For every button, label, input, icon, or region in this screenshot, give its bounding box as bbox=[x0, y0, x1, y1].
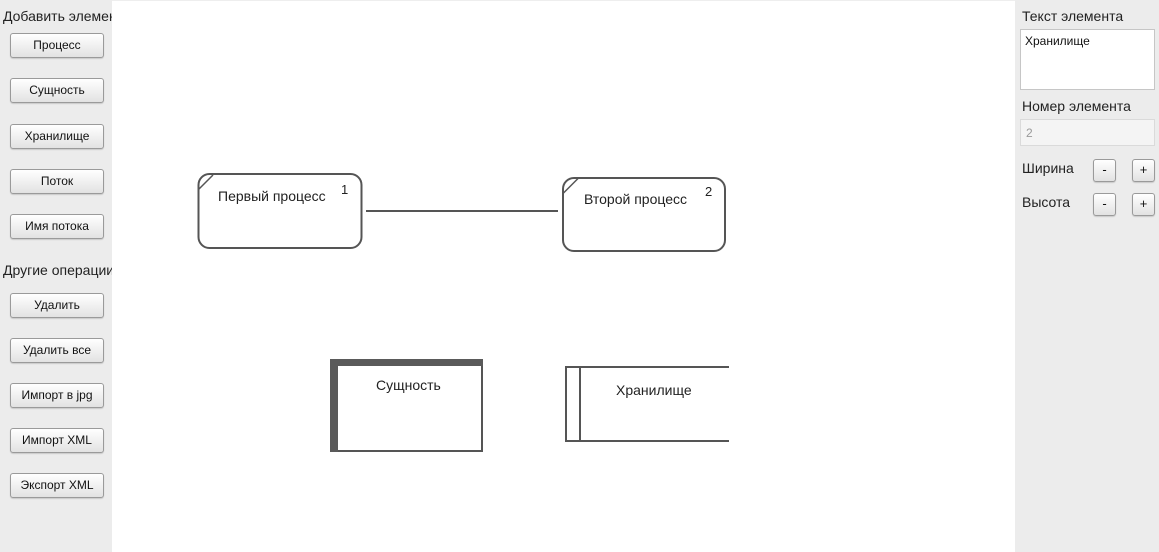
storage-label: Хранилище bbox=[616, 382, 692, 398]
height-decrease-button[interactable]: - bbox=[1093, 193, 1116, 216]
entity-label: Сущность bbox=[376, 377, 441, 393]
add-flow-name-button[interactable]: Имя потока bbox=[10, 214, 104, 239]
process-node-1[interactable]: Первый процесс 1 bbox=[197, 173, 363, 249]
add-flow-button[interactable]: Поток bbox=[10, 169, 104, 194]
delete-all-button[interactable]: Удалить все bbox=[10, 338, 104, 363]
import-jpg-button[interactable]: Импорт в jpg bbox=[10, 383, 104, 408]
element-text-label: Текст элемента bbox=[1022, 8, 1124, 24]
width-label: Ширина bbox=[1022, 160, 1074, 176]
process-1-number: 1 bbox=[341, 182, 348, 197]
add-storage-button[interactable]: Хранилище bbox=[10, 124, 104, 149]
process-corner-mark bbox=[198, 174, 214, 190]
add-elements-title: Добавить элемент bbox=[3, 8, 112, 24]
import-xml-button[interactable]: Импорт XML bbox=[10, 428, 104, 453]
diagram-canvas[interactable]: Первый процесс 1 Второй процесс 2 Сущнос… bbox=[112, 0, 1015, 552]
element-number-label: Номер элемента bbox=[1022, 98, 1131, 114]
entity-node[interactable]: Сущность bbox=[330, 359, 483, 452]
diagram-svg: Первый процесс 1 Второй процесс 2 Сущнос… bbox=[197, 173, 729, 452]
width-increase-button[interactable]: + bbox=[1132, 159, 1155, 182]
width-decrease-button[interactable]: - bbox=[1093, 159, 1116, 182]
add-entity-button[interactable]: Сущность bbox=[10, 78, 104, 103]
properties-panel: Текст элемента Хранилище Номер элемента … bbox=[1015, 0, 1159, 552]
process-2-label: Второй процесс bbox=[584, 191, 687, 207]
other-operations-title: Другие операции bbox=[3, 262, 112, 278]
element-text-field[interactable]: Хранилище bbox=[1020, 29, 1155, 90]
process-1-label: Первый процесс bbox=[218, 188, 326, 204]
process-2-number: 2 bbox=[705, 184, 712, 199]
left-toolbar: Добавить элемент Процесс Сущность Хранил… bbox=[0, 0, 112, 552]
element-number-field[interactable] bbox=[1020, 119, 1155, 146]
storage-node[interactable]: Хранилище bbox=[565, 366, 729, 442]
height-label: Высота bbox=[1022, 194, 1071, 210]
entity-left-border bbox=[330, 359, 338, 452]
process-node-2[interactable]: Второй процесс 2 bbox=[562, 177, 726, 252]
export-xml-button[interactable]: Экспорт XML bbox=[10, 473, 104, 498]
process-corner-mark bbox=[562, 177, 579, 194]
entity-top-border bbox=[330, 359, 483, 366]
delete-button[interactable]: Удалить bbox=[10, 293, 104, 318]
add-process-button[interactable]: Процесс bbox=[10, 33, 104, 58]
height-increase-button[interactable]: + bbox=[1132, 193, 1155, 216]
